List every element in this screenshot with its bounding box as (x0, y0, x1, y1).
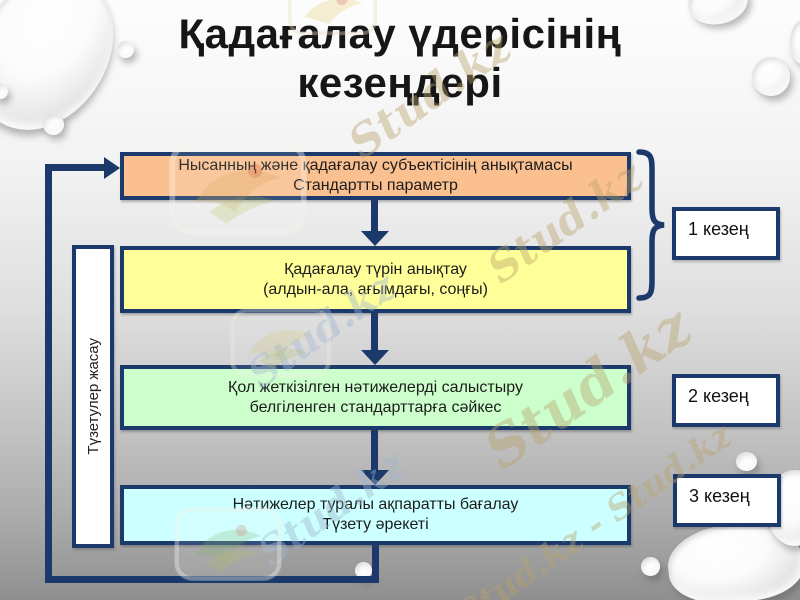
flow-arrow-3 (371, 429, 378, 471)
feedback-line-left (45, 164, 52, 583)
flow-box-evaluate: Нәтижелер туралы ақпаратты бағалау Түзет… (120, 485, 631, 545)
feedback-line-bottom (45, 576, 379, 583)
flow-box-evaluate-line2: Түзету әрекеті (322, 516, 429, 533)
flow-box-evaluate-line1: Нәтижелер туралы ақпаратты бағалау (232, 496, 519, 513)
stage-1-brace-icon (636, 149, 666, 306)
water-drop (117, 41, 134, 58)
feedback-label: Түзетулер жасау (84, 338, 102, 455)
water-drop (0, 84, 8, 99)
flow-box-definition: Нысанның және қадағалау субъектісінің ан… (120, 152, 631, 200)
water-drop (790, 20, 800, 64)
flow-arrowhead-1-icon (361, 231, 389, 246)
flow-box-control-type-line2: (алдын-ала, ағымдағы, соңғы) (263, 280, 488, 298)
flow-box-definition-line1: Нысанның және қадағалау субъектісінің ан… (178, 157, 573, 174)
stage-label-1: 1 кезең (672, 207, 780, 260)
water-drop (752, 57, 790, 96)
flow-arrowhead-2-icon (361, 350, 389, 365)
stage-label-3: 3 кезең (673, 474, 781, 527)
flow-box-compare-results: Қол жеткізілген нәтижелерді салыстыру бе… (120, 365, 631, 430)
flow-box-compare-results-line2: белгіленген стандарттарға сәйкес (249, 398, 502, 416)
page-title-line2: кезеңдері (297, 58, 503, 106)
water-drop (43, 114, 64, 135)
flow-arrowhead-3-icon (361, 470, 389, 485)
flow-box-control-type: Қадағалау түрін анықтау (алдын-ала, ағым… (120, 246, 631, 313)
feedback-arrowhead-icon (104, 157, 120, 179)
stage-label-3-text: 3 кезең (689, 486, 750, 506)
stage-label-2: 2 кезең (672, 374, 780, 427)
flow-arrow-2 (371, 312, 378, 351)
stage-label-1-text: 1 кезең (688, 219, 749, 239)
page-title: Қадағалау үдерісінің кезеңдері (0, 10, 800, 107)
water-drop (355, 562, 372, 579)
page-title-line1: Қадағалау үдерісінің (178, 10, 622, 57)
stage-label-2-text: 2 кезең (688, 386, 749, 406)
feedback-label-box: Түзетулер жасау (72, 245, 114, 548)
water-drop (736, 452, 757, 471)
flow-box-control-type-line1: Қадағалау түрін анықтау (284, 260, 467, 278)
feedback-line-drop (372, 544, 379, 583)
flow-arrow-1 (371, 199, 378, 232)
water-drop (641, 557, 660, 576)
flow-box-definition-line2: Стандартты параметр (293, 177, 458, 194)
feedback-line-top (45, 164, 105, 171)
flow-box-compare-results-line1: Қол жеткізілген нәтижелерді салыстыру (228, 378, 523, 396)
